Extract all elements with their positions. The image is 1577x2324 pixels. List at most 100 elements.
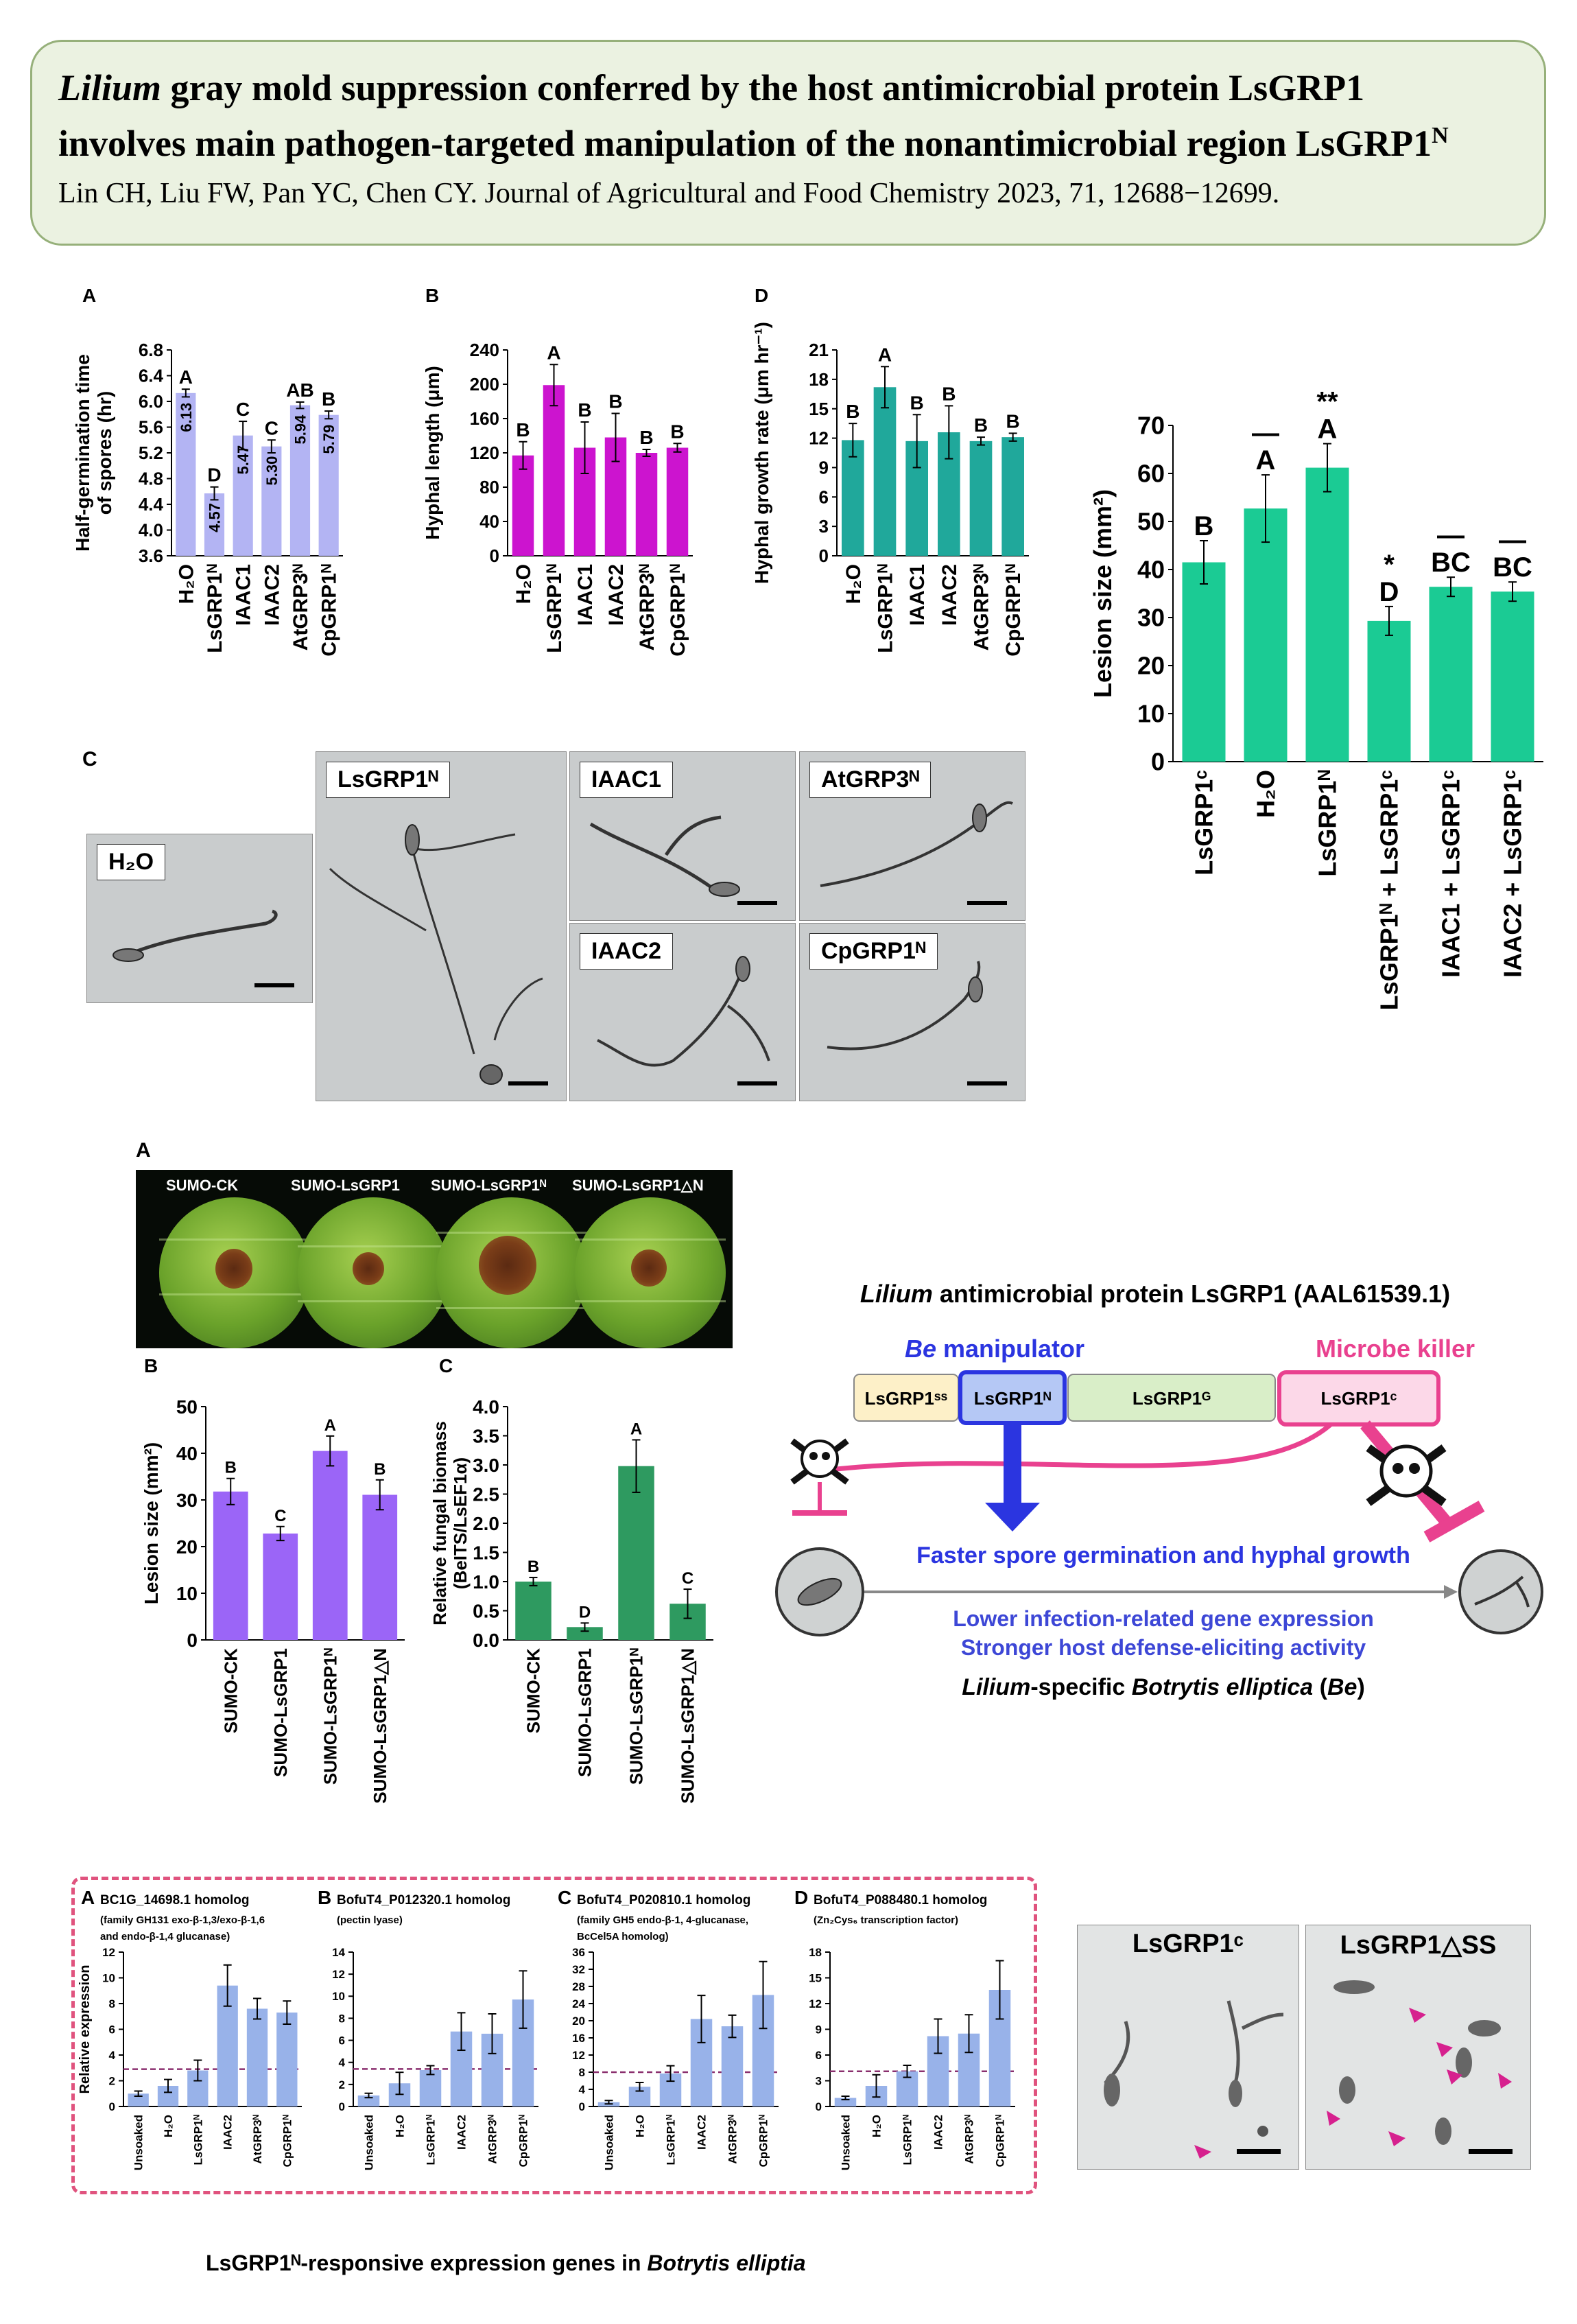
y-tick-label: 6.8 bbox=[139, 340, 163, 360]
spore-label: LsGRP1ᶜ bbox=[1132, 1929, 1244, 1958]
y-tick-label: 10 bbox=[176, 1583, 198, 1604]
category-label: SUMO-LsGRP1 bbox=[270, 1648, 291, 1777]
y-axis-label: Half-germination time bbox=[72, 354, 93, 552]
bar bbox=[842, 440, 864, 556]
category-label: H₂O bbox=[1252, 770, 1280, 818]
significance-letter: B bbox=[639, 427, 653, 448]
category-label: IAAC1 + LsGRP1ᶜ bbox=[1437, 770, 1465, 978]
significance-letter: D bbox=[1379, 577, 1399, 607]
significance-letter: C bbox=[265, 417, 278, 438]
category-label: H₂O bbox=[162, 2115, 175, 2137]
bar bbox=[419, 2069, 442, 2106]
y-tick-label: 21 bbox=[809, 340, 829, 360]
significance-letter: B bbox=[974, 414, 988, 436]
panel-label: C bbox=[558, 1887, 571, 1908]
y-tick-label: 28 bbox=[572, 1980, 585, 1993]
panel-label: C bbox=[439, 1355, 453, 1376]
y-tick-label: 6.0 bbox=[139, 391, 163, 412]
category-label: LsGRP1ᴺ bbox=[424, 2114, 437, 2165]
scale-bar bbox=[967, 1081, 1007, 1085]
effect-germination: Faster spore germination and hyphal grow… bbox=[916, 1542, 1410, 1569]
y-axis-label: Lesion size (mm²) bbox=[1089, 489, 1117, 698]
hypha-drawing bbox=[589, 815, 740, 897]
significance-letter: B bbox=[608, 391, 622, 412]
y-axis-label: of spores (hr) bbox=[94, 391, 115, 515]
significance-letter: D bbox=[207, 465, 221, 486]
spore-photo-lsgrp1c: LsGRP1ᶜ bbox=[1077, 1925, 1299, 2170]
significance-letter: B bbox=[942, 383, 956, 404]
category-label: IAAC2 bbox=[261, 564, 283, 626]
y-tick-label: 4 bbox=[579, 2083, 586, 2096]
y-tick-label: 10 bbox=[102, 1971, 115, 1984]
bar bbox=[1491, 591, 1534, 762]
y-tick-label: 30 bbox=[1137, 604, 1165, 632]
effect-defense: Stronger host defense-eliciting activity bbox=[961, 1635, 1366, 1660]
y-tick-label: 3.0 bbox=[473, 1455, 499, 1476]
y-tick-label: 2 bbox=[339, 2078, 345, 2091]
category-label: LsGRP1ᴺ bbox=[191, 2114, 204, 2165]
bar bbox=[515, 1582, 552, 1640]
significance-letter: B bbox=[374, 1460, 386, 1479]
microbe-killer-label: Microbe killer bbox=[1316, 1335, 1475, 1363]
y-tick-label: 5.2 bbox=[139, 443, 163, 463]
significance-letter: A bbox=[878, 344, 892, 365]
killer-path-left bbox=[829, 1422, 1333, 1472]
skull-icon bbox=[1366, 1444, 1447, 1506]
manipulator-arrow-head bbox=[985, 1503, 1040, 1531]
gene-subtitle: (pectin lyase) bbox=[337, 1914, 403, 1926]
y-tick-label: 4.8 bbox=[139, 469, 163, 489]
y-tick-label: 1.5 bbox=[473, 1542, 499, 1563]
bar bbox=[176, 392, 196, 556]
significance-letter: BC bbox=[1493, 552, 1532, 583]
y-tick-label: 4 bbox=[109, 2049, 116, 2062]
micro-label: LsGRP1ᴺ bbox=[326, 762, 450, 798]
bar bbox=[312, 1451, 348, 1640]
value-label: 6.13 bbox=[178, 403, 195, 432]
y-tick-label: 9 bbox=[816, 2023, 822, 2036]
y-tick-label: 6.4 bbox=[139, 366, 164, 386]
significance-letter: A bbox=[1318, 414, 1338, 445]
category-label: CpGRP1ᴺ bbox=[318, 564, 341, 657]
hypha-drawing bbox=[827, 961, 983, 1051]
y-tick-label: 8 bbox=[579, 2066, 585, 2079]
bar bbox=[246, 2008, 268, 2106]
expression-caption: LsGRP1ᴺ-responsive expression genes in B… bbox=[206, 2251, 806, 2275]
hypha-drawing bbox=[112, 909, 278, 962]
category-label: Unsoaked bbox=[362, 2115, 375, 2170]
panel-label-c: C bbox=[82, 748, 97, 771]
bar bbox=[276, 2012, 298, 2106]
significance-letter: B bbox=[322, 388, 335, 410]
y-axis-label: Hyphal length (μm) bbox=[422, 366, 443, 540]
bar bbox=[1429, 587, 1473, 762]
category-label: CpGRP1ᴺ bbox=[667, 564, 689, 657]
bar bbox=[618, 1466, 654, 1640]
micrograph-h2o: H₂O bbox=[86, 834, 313, 1003]
diagram-footer: Lilium-specific Botrytis elliptica (Be) bbox=[962, 1674, 1365, 1700]
significance-letter: B bbox=[910, 392, 924, 413]
significance-letter: B bbox=[527, 1558, 539, 1576]
leaf-disc-sumo-lsgrp1n bbox=[436, 1197, 587, 1348]
category-label: SUMO-LsGRP1ᴺ bbox=[320, 1648, 340, 1785]
panel-label-leaf: A bbox=[136, 1139, 151, 1162]
leaf-photo-strip: SUMO-CK SUMO-LsGRP1 SUMO-LsGRP1ᴺ SUMO-Ls… bbox=[136, 1170, 733, 1348]
panel-label: B bbox=[318, 1887, 331, 1908]
y-tick-label: 20 bbox=[176, 1536, 198, 1558]
significance-letter: C bbox=[682, 1569, 693, 1588]
category-label: IAAC2 bbox=[695, 2115, 708, 2150]
y-tick-label: 12 bbox=[572, 2049, 585, 2062]
value-label: 5.79 bbox=[320, 425, 337, 454]
micrograph-lsgrp1n: LsGRP1ᴺ bbox=[316, 751, 567, 1101]
category-label: CpGRP1ᴺ bbox=[993, 2114, 1006, 2167]
bar bbox=[666, 447, 689, 556]
significance-letter: D bbox=[579, 1603, 591, 1621]
micro-label: IAAC2 bbox=[580, 933, 674, 970]
category-label: SUMO-CK bbox=[523, 1648, 544, 1733]
y-tick-label: 32 bbox=[572, 1963, 585, 1976]
y-tick-label: 1.0 bbox=[473, 1571, 499, 1593]
gene-title: BC1G_14698.1 homolog bbox=[100, 1893, 250, 1908]
panel-label: D bbox=[794, 1887, 808, 1908]
y-tick-label: 200 bbox=[470, 374, 499, 395]
y-tick-label: 3 bbox=[816, 2074, 822, 2087]
